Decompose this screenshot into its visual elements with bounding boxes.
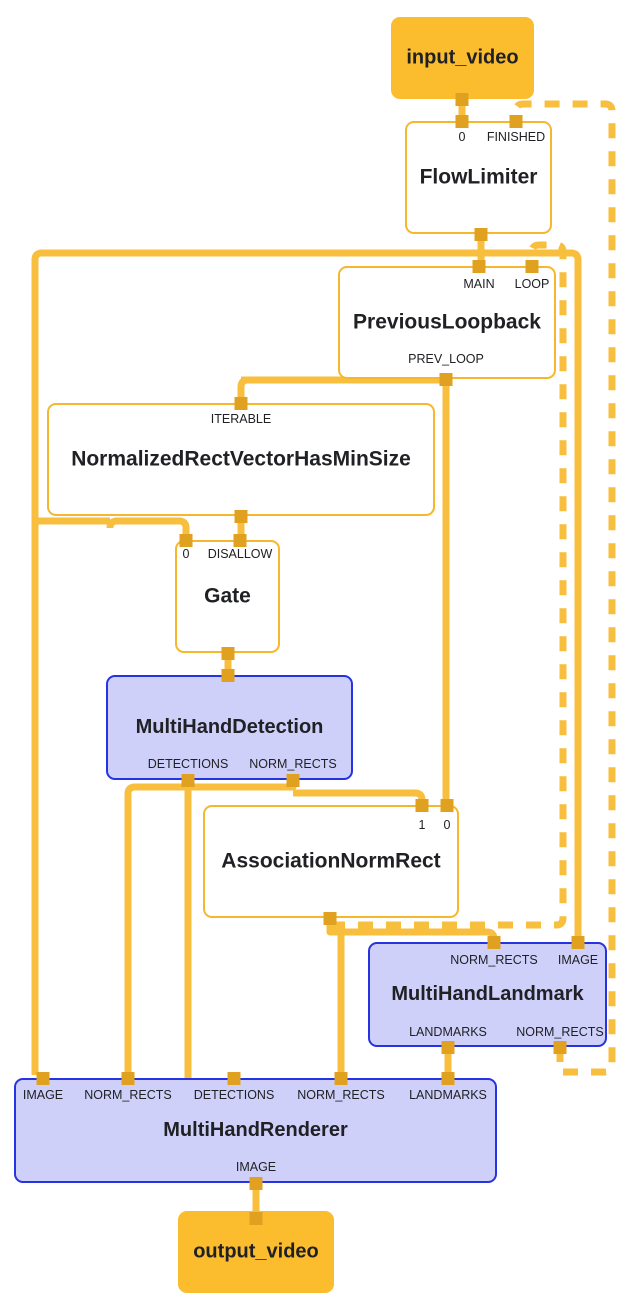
port-label-renderer-normrects-2: NORM_RECTS — [297, 1088, 385, 1102]
port-stub-assoc-out — [323, 912, 337, 925]
node-gate-label: Gate — [204, 584, 251, 608]
port-stub-minsize-in-iterable — [234, 397, 248, 410]
port-label-landmark-normrects-in: NORM_RECTS — [450, 953, 538, 967]
node-multihandrenderer-label: MultiHandRenderer — [163, 1118, 348, 1141]
port-stub-renderer-in-landmarks — [441, 1072, 455, 1085]
port-stub-assoc-in-1 — [415, 799, 429, 812]
port-label-assoc-1: 1 — [418, 818, 426, 832]
port-label-renderer-image-out: IMAGE — [235, 1160, 277, 1174]
node-flowlimiter-label: FlowLimiter — [419, 165, 538, 189]
node-input-video[interactable]: input_video — [391, 17, 534, 99]
port-label-renderer-landmarks: LANDMARKS — [409, 1088, 487, 1102]
node-multihanddetection-label: MultiHandDetection — [135, 715, 324, 738]
port-stub-input-video-out — [455, 93, 469, 106]
port-label-landmark-landmarks: LANDMARKS — [409, 1025, 487, 1039]
node-normalizedrectvectorhasminsize[interactable]: NormalizedRectVectorHasMinSize — [47, 403, 435, 516]
port-label-renderer-image-in: IMAGE — [22, 1088, 64, 1102]
node-previousloopback[interactable]: PreviousLoopback — [338, 266, 556, 379]
port-stub-landmark-out-normrects — [553, 1041, 567, 1054]
port-stub-multihanddetection-in — [221, 669, 235, 682]
node-associationnormrect-label: AssociationNormRect — [221, 849, 441, 873]
port-stub-landmark-in-normrects — [487, 936, 501, 949]
port-stub-previousloopback-in-loop — [525, 260, 539, 273]
node-gate[interactable]: Gate — [175, 540, 280, 653]
port-stub-gate-in-disallow — [233, 534, 247, 547]
node-output-video-label: output_video — [193, 1240, 319, 1263]
port-label-multihanddetection-normrects: NORM_RECTS — [249, 757, 337, 771]
port-stub-renderer-in-detections — [227, 1072, 241, 1085]
port-stub-gate-in-0 — [179, 534, 193, 547]
port-stub-renderer-in-normrects-2 — [334, 1072, 348, 1085]
node-multihandlandmark-label: MultiHandLandmark — [391, 982, 584, 1005]
node-input-video-label: input_video — [406, 46, 519, 69]
port-label-flowlimiter-0: 0 — [458, 130, 466, 144]
node-previousloopback-label: PreviousLoopback — [353, 310, 541, 334]
port-stub-flowlimiter-in-finished — [509, 115, 523, 128]
port-stub-renderer-in-normrects-1 — [121, 1072, 135, 1085]
node-associationnormrect[interactable]: AssociationNormRect — [203, 805, 459, 918]
edge-flowlimiter-to-gate0 — [106, 517, 190, 547]
node-multihandlandmark[interactable]: MultiHandLandmark — [368, 942, 607, 1047]
port-stub-output-video-in — [249, 1212, 263, 1225]
edge-landmark-normrects-to-finished — [512, 100, 616, 1076]
port-label-renderer-detections: DETECTIONS — [193, 1088, 275, 1102]
port-label-assoc-0: 0 — [443, 818, 451, 832]
port-label-landmark-image: IMAGE — [557, 953, 599, 967]
port-label-renderer-normrects-1: NORM_RECTS — [84, 1088, 172, 1102]
node-multihandrenderer[interactable]: MultiHandRenderer — [14, 1078, 497, 1183]
port-stub-minsize-out — [234, 510, 248, 523]
port-label-previousloopback-loop: LOOP — [514, 277, 550, 291]
port-label-gate-disallow: DISALLOW — [207, 547, 273, 561]
port-stub-renderer-in-image — [36, 1072, 50, 1085]
port-stub-multihanddetection-out-normrects — [286, 774, 300, 787]
port-stub-flowlimiter-out — [474, 228, 488, 241]
port-stub-gate-out — [221, 647, 235, 660]
node-flowlimiter[interactable]: FlowLimiter — [405, 121, 552, 234]
node-normalizedrectvectorhasminsize-label: NormalizedRectVectorHasMinSize — [71, 447, 411, 471]
port-stub-renderer-out-image — [249, 1177, 263, 1190]
port-stub-multihanddetection-out-detections — [181, 774, 195, 787]
port-label-previousloopback-main: MAIN — [463, 277, 495, 291]
port-label-flowlimiter-finished: FINISHED — [486, 130, 546, 144]
port-stub-previousloopback-in-main — [472, 260, 486, 273]
port-label-minsize-iterable: ITERABLE — [210, 412, 272, 426]
port-stub-flowlimiter-in-0 — [455, 115, 469, 128]
port-label-landmark-normrects-out: NORM_RECTS — [516, 1025, 604, 1039]
port-label-previousloopback-prevloop: PREV_LOOP — [408, 352, 484, 366]
port-stub-landmark-out-landmarks — [441, 1041, 455, 1054]
port-stub-previousloopback-out-prevloop — [439, 373, 453, 386]
port-label-gate-0: 0 — [182, 547, 190, 561]
port-stub-assoc-in-0 — [440, 799, 454, 812]
edge-assoc-to-renderer — [330, 921, 345, 1085]
port-label-multihanddetection-detections: DETECTIONS — [147, 757, 229, 771]
port-stub-landmark-in-image — [571, 936, 585, 949]
